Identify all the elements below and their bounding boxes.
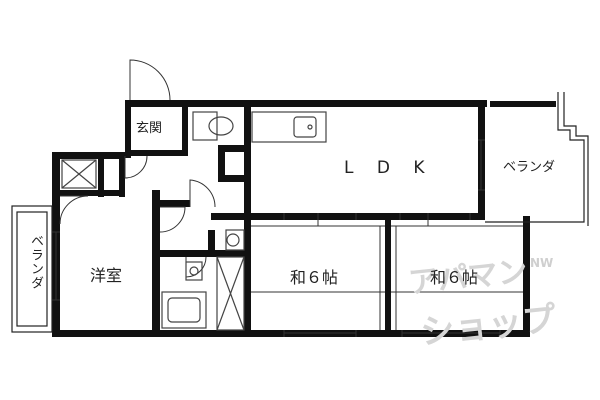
room-label-tatami-room-2: 和６帖	[430, 268, 479, 287]
watermark-mark: NW	[530, 256, 554, 270]
balcony-outlines	[11, 92, 589, 333]
fixtures	[61, 111, 327, 331]
room-label-ldk: L D K	[344, 158, 434, 178]
room-label-balcony-right: ベランダ	[503, 160, 556, 175]
room-label-tatami-room-1: 和６帖	[290, 268, 339, 287]
tatami-lines	[251, 213, 523, 330]
room-label-western-room: 洋室	[90, 266, 123, 285]
windows	[52, 139, 501, 337]
room-label-entrance: 玄関	[136, 121, 163, 136]
room-label-balcony-left: ベランダ	[28, 234, 43, 290]
doors	[59, 59, 216, 278]
